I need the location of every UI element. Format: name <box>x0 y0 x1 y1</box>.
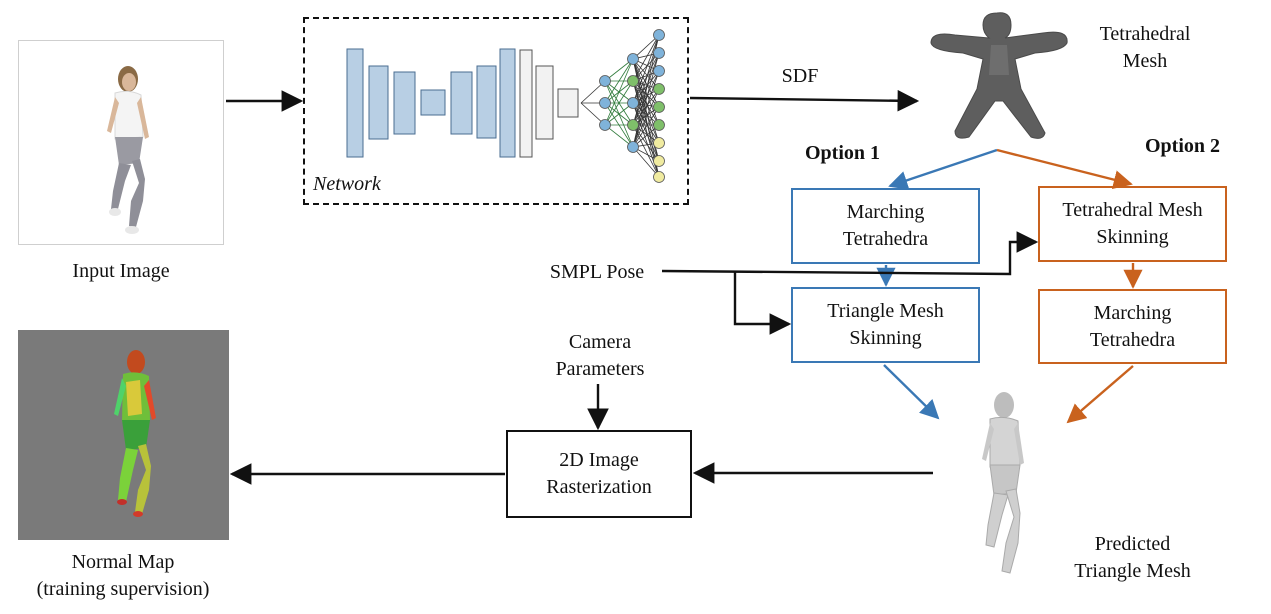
box-line: Skinning <box>1096 226 1169 248</box>
box-line: 2D Image <box>559 449 639 471</box>
mlp-node <box>653 29 665 41</box>
normal-map-label: Normal Map (training supervision) <box>10 549 236 603</box>
tetrahedral-mesh-render <box>930 12 1068 139</box>
option2-label: Option 2 <box>1144 135 1221 157</box>
skip-layer <box>519 49 533 158</box>
predicted-label-line2: Triangle Mesh <box>1074 560 1191 582</box>
tetrahedral-mesh-label-line1: Tetrahedral <box>1099 23 1191 45</box>
input-image-label: Input Image <box>72 260 170 282</box>
mlp-node <box>653 119 665 131</box>
mlp-edge <box>632 52 660 104</box>
rasterization-box: 2D Image Rasterization <box>506 430 692 518</box>
encoder-layer <box>346 48 364 158</box>
box-line: Marching <box>1093 301 1172 324</box>
box-line: Tetrahedral Mesh <box>1062 199 1203 221</box>
network-label: Network <box>312 173 382 195</box>
mlp-edge <box>632 34 660 82</box>
mlp-edge <box>632 70 660 126</box>
mlp-edge <box>632 88 660 126</box>
bottleneck-layer <box>420 89 446 116</box>
marching-tetrahedra-box-option2: Marching Tetrahedra <box>1038 289 1227 364</box>
network-architecture: Network <box>312 29 665 195</box>
mlp-node <box>653 83 665 95</box>
mlp-node <box>599 119 611 131</box>
mlp-node <box>599 75 611 87</box>
decoder-layer <box>499 48 516 158</box>
mlp-node <box>599 97 611 109</box>
tetrahedral-mesh-label: Tetrahedral Mesh <box>1080 21 1210 75</box>
mlp-node <box>627 119 639 131</box>
box-line: Tetrahedra <box>842 228 929 250</box>
mlp-edge <box>632 34 660 104</box>
triangle-mesh-skinning-box: Triangle Mesh Skinning <box>791 287 980 363</box>
mlp-edge <box>632 80 660 108</box>
tetrahedral-mesh-skinning-box: Tetrahedral Mesh Skinning <box>1038 186 1227 262</box>
mlp-edge <box>632 70 660 148</box>
mlp-edge <box>632 52 660 126</box>
tetrahedral-mesh-label-line2: Mesh <box>1122 50 1168 72</box>
arrow-option2-to-mesh <box>1066 365 1134 424</box>
mlp-edge <box>632 70 660 104</box>
sdf-label: SDF <box>781 65 819 87</box>
encoder-layer <box>368 65 389 140</box>
predicted-triangle-mesh-render <box>982 392 1024 574</box>
camera-parameters-label: Camera Parameters <box>540 329 660 383</box>
mlp-edge <box>632 106 660 148</box>
decoder-layer <box>450 71 473 135</box>
camera-label-line1: Camera <box>568 331 632 353</box>
skip-layer <box>535 65 554 140</box>
mlp-edge <box>604 58 634 126</box>
arrow-option1-to-mesh <box>883 364 940 420</box>
predicted-triangle-mesh-label: Predicted Triangle Mesh <box>1060 531 1205 585</box>
arrow-network-to-sdf <box>689 89 920 112</box>
mlp-edge <box>632 80 660 126</box>
box-line: Skinning <box>849 327 922 349</box>
normal-map-label-line1: Normal Map <box>71 551 175 573</box>
option1-label: Option 1 <box>804 142 881 164</box>
mlp-edge <box>632 52 660 82</box>
mlp-edge <box>632 146 660 178</box>
mlp-edge <box>632 88 660 148</box>
box-line: Marching <box>846 201 925 223</box>
normal-map-image <box>18 330 229 540</box>
decoder-layer <box>476 65 497 139</box>
mlp-edge <box>604 80 634 126</box>
mlp-edge <box>604 58 634 82</box>
mlp-node <box>627 97 639 109</box>
mlp-node <box>653 137 665 149</box>
mlp-node <box>653 47 665 59</box>
mlp-node <box>627 53 639 65</box>
mlp-node <box>653 171 665 183</box>
normal-map-label-line2: (training supervision) <box>36 578 210 600</box>
box-line: Tetrahedra <box>1089 328 1176 351</box>
arrow-option1-branch <box>888 148 998 190</box>
mlp-node <box>627 141 639 153</box>
arrow-pose-to-tetra-skinning <box>661 231 1039 276</box>
arrow-pose-to-triangle-skinning <box>733 272 792 335</box>
marching-tetrahedra-box-option1: Marching Tetrahedra <box>791 188 980 264</box>
mlp-node <box>653 65 665 77</box>
network-box: Network <box>303 17 689 205</box>
box-line: Triangle Mesh <box>827 300 944 322</box>
input-image-photo <box>18 40 224 245</box>
mlp-node <box>653 155 665 167</box>
predicted-label-line1: Predicted <box>1094 533 1171 555</box>
mlp-node <box>627 75 639 87</box>
mlp-edge <box>604 58 634 104</box>
box-line: Rasterization <box>546 476 652 498</box>
mlp-edge <box>604 124 634 148</box>
camera-label-line2: Parameters <box>555 358 645 380</box>
smpl-pose-label: SMPL Pose <box>549 261 645 283</box>
feature-layer <box>557 88 579 118</box>
arrow-option2-branch <box>996 148 1133 190</box>
mlp-edge <box>604 102 634 126</box>
mlp-node <box>653 101 665 113</box>
encoder-layer <box>393 71 416 135</box>
